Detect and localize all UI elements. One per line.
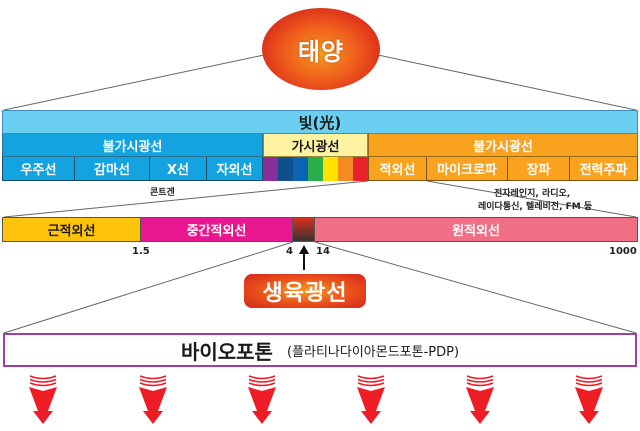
ir-far: 원적외선 bbox=[315, 217, 638, 242]
type-microwave: 마이크로파 bbox=[427, 157, 508, 181]
ir-growth-band bbox=[293, 217, 315, 242]
stripe-blue bbox=[293, 157, 308, 181]
down-arrow-icon bbox=[29, 375, 57, 424]
band-invisible-right: 불가시광선 bbox=[368, 134, 638, 157]
down-arrow-icon bbox=[357, 375, 385, 424]
biophoton-title: 바이오포톤 bbox=[180, 339, 273, 364]
sun-label: 태양 bbox=[297, 37, 345, 66]
light-title: 빛(光) bbox=[298, 113, 342, 132]
stripe-green bbox=[308, 157, 323, 181]
up-arrow-icon bbox=[299, 245, 309, 270]
stripe-orange bbox=[338, 157, 353, 181]
down-arrow-icon bbox=[139, 375, 167, 424]
type-infrared: 적외선 bbox=[368, 157, 427, 181]
type-label: 우주선 bbox=[20, 163, 57, 178]
band-visible: 가시광선 bbox=[263, 134, 368, 157]
type-x-ray: X선 bbox=[150, 157, 207, 181]
type-cosmic-ray: 우주선 bbox=[2, 157, 75, 181]
light-header: 빛(光) bbox=[2, 110, 638, 134]
growth-light-badge: 생육광선 bbox=[244, 274, 366, 308]
ir-label: 원적외선 bbox=[452, 224, 500, 239]
tick-4: 4 bbox=[286, 246, 293, 257]
down-arrow-icon bbox=[575, 375, 603, 424]
ir-label: 근적외선 bbox=[47, 224, 96, 239]
type-label: 전력주파 bbox=[579, 163, 628, 178]
band-label: 불가시광선 bbox=[473, 139, 533, 155]
stripe-yellow bbox=[323, 157, 338, 181]
band-label: 불가시광선 bbox=[102, 139, 163, 155]
biophoton-subtitle: (플라티나다이아몬드포톤-PDP) bbox=[286, 344, 460, 360]
type-gamma-ray: 감마선 bbox=[75, 157, 150, 181]
type-label: 장파 bbox=[526, 163, 551, 178]
down-arrow-icon bbox=[466, 375, 494, 424]
tick-1-5: 1.5 bbox=[132, 246, 150, 257]
tick-14: 14 bbox=[316, 246, 330, 257]
type-label: X선 bbox=[167, 163, 189, 178]
ir-label: 중간적외선 bbox=[186, 224, 247, 239]
down-arrow-icon bbox=[248, 375, 276, 424]
band-label: 가시광선 bbox=[291, 139, 340, 155]
ir-near: 근적외선 bbox=[2, 217, 141, 242]
microwave-note-line1: 전자레인지, 라디오, bbox=[494, 189, 571, 199]
type-label: 마이크로파 bbox=[437, 163, 497, 178]
type-label: 자외선 bbox=[216, 163, 253, 178]
stripe-indigo bbox=[278, 157, 293, 181]
ir-middle: 중간적외선 bbox=[141, 217, 293, 242]
microwave-note-line2: 레이다통신, 텔레비전, FM 등 bbox=[478, 202, 593, 212]
stripe-violet bbox=[263, 157, 278, 181]
sun-circle: 태양 bbox=[262, 8, 380, 90]
xray-note: 콘트겐 bbox=[150, 188, 175, 198]
growth-light-label: 생육광선 bbox=[262, 281, 348, 306]
biophoton-box: 바이오포톤 (플라티나다이아몬드포톤-PDP) bbox=[3, 333, 637, 367]
band-invisible-left: 불가시광선 bbox=[2, 134, 263, 157]
type-power-frequency: 전력주파 bbox=[570, 157, 638, 181]
type-label: 적외선 bbox=[379, 163, 416, 178]
tick-1000: 1000 bbox=[609, 246, 637, 257]
type-long-wave: 장파 bbox=[508, 157, 570, 181]
stripe-red bbox=[353, 157, 368, 181]
type-label: 감마선 bbox=[94, 163, 130, 178]
type-ultraviolet: 자외선 bbox=[207, 157, 263, 181]
